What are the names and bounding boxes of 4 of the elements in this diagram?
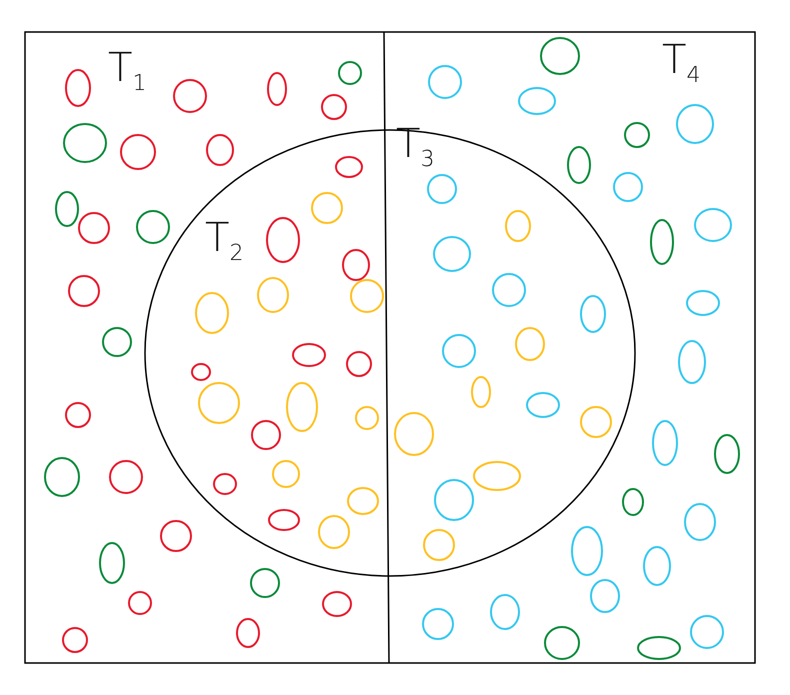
region-label: T$_{4}$ bbox=[662, 40, 700, 87]
region-label: T$_{3}$ bbox=[396, 124, 434, 171]
region-label: T$_{2}$ bbox=[205, 218, 244, 265]
region-label: T$_{1}$ bbox=[108, 48, 146, 95]
